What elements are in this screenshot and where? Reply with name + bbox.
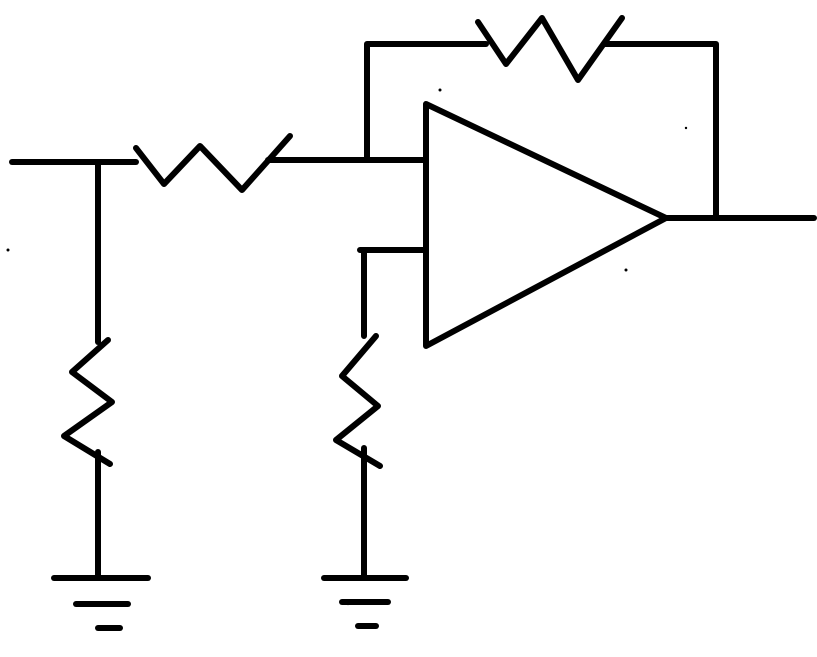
scan-speck <box>438 88 442 92</box>
scan-speck <box>346 602 350 606</box>
center-shunt-resistor <box>333 333 383 469</box>
left-shunt-resistor <box>61 337 115 467</box>
left-ground-symbol <box>51 575 151 631</box>
scan-speck <box>624 268 628 272</box>
scan-speck <box>684 126 688 130</box>
feedback-resistor <box>475 15 625 83</box>
feedback-wire-left <box>364 41 489 163</box>
center-ground-symbol <box>321 575 409 629</box>
feedback-wire-right <box>601 41 719 221</box>
scan-speck <box>6 248 10 252</box>
opamp-triangle <box>423 101 669 349</box>
input-resistor <box>133 133 293 193</box>
noninverting-input-wire <box>357 247 429 339</box>
